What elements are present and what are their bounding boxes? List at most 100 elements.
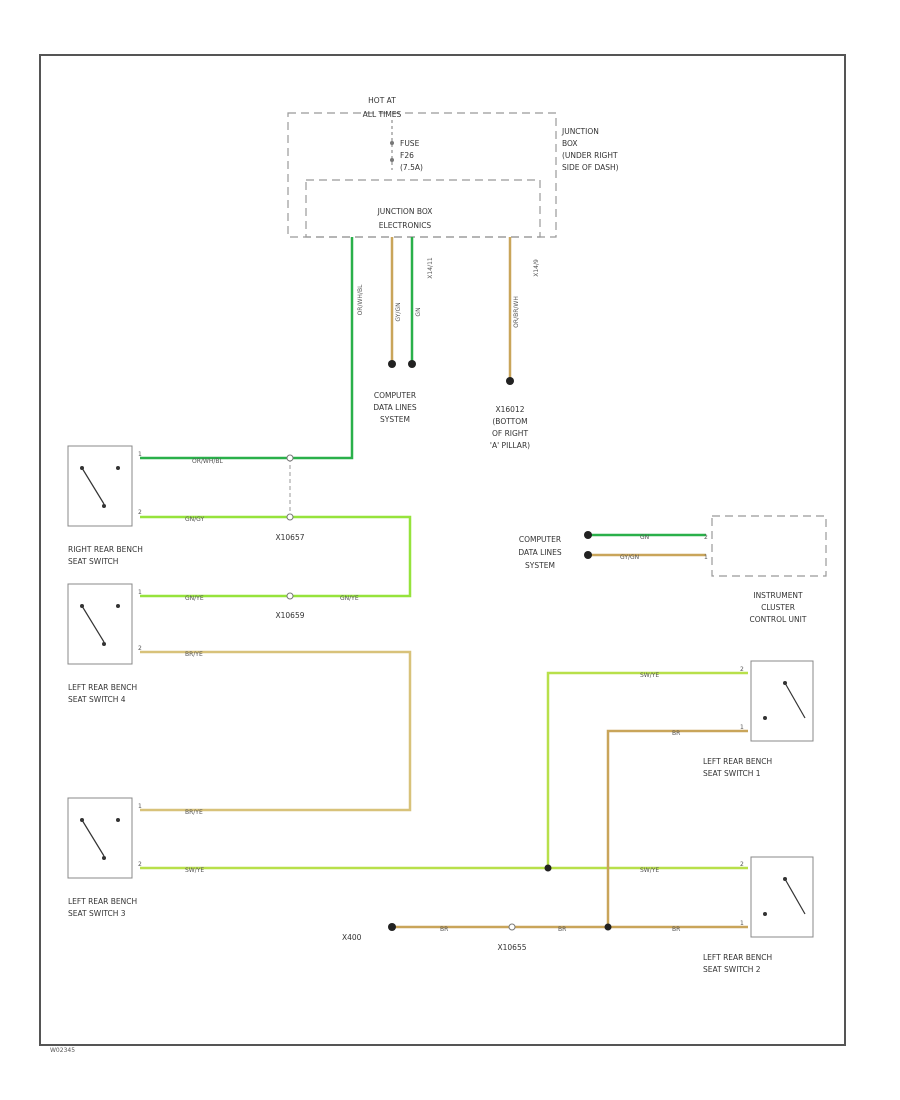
computer-data-right-3: SYSTEM	[525, 561, 555, 570]
splice-label-1: X10657	[276, 533, 305, 542]
instrument-cluster-box	[711, 515, 827, 577]
switch-arm-lr3	[81, 819, 105, 857]
all-times-label: ALL TIMES	[363, 110, 402, 119]
wire-label-gy-gn-h: GY/GN	[620, 554, 639, 561]
pin-lr1-1: 1	[740, 724, 744, 731]
switch-contact-lr4	[116, 604, 120, 608]
computer-data-top-1: COMPUTER	[374, 391, 416, 400]
jb-electronics-label-1: JUNCTION BOX	[377, 207, 433, 216]
ground-top-4: 'A' PILLAR)	[490, 441, 530, 450]
instrument-cluster-label-3: CONTROL UNIT	[750, 615, 807, 624]
switch-pivot-rr	[80, 466, 84, 470]
right-rear-bench-switch	[67, 445, 133, 527]
switch-contact-rr	[116, 466, 120, 470]
splice-node-sw-ye	[544, 864, 552, 872]
pin-lr2-2: 2	[740, 861, 744, 868]
splice-open-3	[286, 592, 294, 600]
left-rear-bench-3-label-2: SEAT SWITCH 3	[68, 909, 126, 918]
left-rear-bench-switch-3	[67, 797, 133, 879]
pin-lr3-1: 1	[138, 803, 142, 810]
left-rear-bench-3-label-1: LEFT REAR BENCH	[68, 897, 137, 906]
wire-label-gn-ye-1: GN/YE	[185, 595, 204, 602]
wire-label-or-br-wh: OR/BR/WH	[513, 296, 520, 328]
pin-label-p4: X14/9	[533, 259, 540, 277]
switch-terminal-rr	[102, 504, 106, 508]
pin-lr4-2: 2	[138, 645, 142, 652]
computer-data-right-2: DATA LINES	[518, 548, 561, 557]
switch-contact-lr3	[116, 818, 120, 822]
right-rear-bench-label-2: SEAT SWITCH	[68, 557, 118, 566]
pin-lr1-2: 2	[740, 666, 744, 673]
wire-label-or-bl: OR/WH/BL	[357, 284, 364, 315]
pin-ic-2: 2	[704, 534, 708, 541]
junction-box-label-3: (UNDER RIGHT	[562, 151, 618, 160]
switch-pivot-lr1	[783, 681, 787, 685]
splice-open-2	[286, 513, 294, 521]
ground-top-3: OF RIGHT	[492, 429, 528, 438]
wire-label-gy-gn-v: GY/GN	[395, 302, 402, 321]
junction-box-label-4: SIDE OF DASH)	[562, 163, 619, 172]
cdl-dot-2	[584, 551, 592, 559]
switch-pivot-lr2	[783, 877, 787, 881]
instrument-cluster-label-2: CLUSTER	[761, 603, 795, 612]
wire-label-sw-ye-1: SW/YE	[185, 867, 204, 874]
left-rear-bench-4-label-1: LEFT REAR BENCH	[68, 683, 137, 692]
wire-label-or-bl-h: OR/WH/BL	[192, 458, 223, 465]
wire-label-gn-gy-1: GN/GY	[185, 516, 205, 523]
switch-contact-lr1	[763, 716, 767, 720]
hot-at-label: HOT AT	[368, 96, 396, 105]
fuse-label-1: FUSE	[400, 139, 420, 148]
computer-data-right-1: COMPUTER	[519, 535, 561, 544]
wire-splice-to-lr1	[546, 671, 748, 868]
switch-pivot-lr4	[80, 604, 84, 608]
footer-code: W02345	[50, 1047, 75, 1054]
wire-lr4-to-lr3	[140, 650, 412, 812]
wire-label-br-4: BR	[672, 730, 680, 737]
ground-dot-bottom	[388, 923, 396, 931]
connector-dot-gy-gn	[388, 360, 396, 368]
left-rear-bench-switch-2	[750, 856, 814, 938]
wire-label-br-ye-1: BR/YE	[185, 651, 203, 658]
instrument-cluster-label-1: INSTRUMENT	[753, 591, 803, 600]
wire-label-br-1: BR	[440, 926, 448, 933]
fuse-label-3: (7.5A)	[400, 163, 423, 172]
diagram-frame	[39, 54, 846, 1046]
right-rear-bench-label-1: RIGHT REAR BENCH	[68, 545, 143, 554]
fuse-dot-top	[390, 141, 394, 145]
ground-dot-top	[506, 377, 514, 385]
ground-bottom-label: X400	[342, 933, 362, 942]
switch-arm-lr4	[81, 605, 105, 643]
switch-arm-lr1	[784, 682, 806, 719]
fuse-dot-bottom	[390, 158, 394, 162]
wire-label-br-ye-2: BR/YE	[185, 809, 203, 816]
pin-rr-2: 2	[138, 509, 142, 516]
switch-arm-rr	[81, 467, 105, 505]
splice-node-br	[604, 923, 612, 931]
pin-lr2-1: 1	[740, 920, 744, 927]
left-rear-bench-switch-4	[67, 583, 133, 665]
junction-box-label-1: JUNCTION	[561, 127, 599, 136]
switch-pivot-lr3	[80, 818, 84, 822]
junction-box-electronics-outline	[305, 179, 541, 238]
connector-dot-gn	[408, 360, 416, 368]
wire-label-br-2: BR	[558, 926, 566, 933]
junction-box-label-2: BOX	[562, 139, 578, 148]
pin-label-p1: X14/11	[427, 257, 434, 279]
switch-arm-lr2	[784, 878, 806, 915]
wire-label-br-3: BR	[672, 926, 680, 933]
pin-rr-1: 1	[138, 451, 142, 458]
left-rear-bench-1-label-1: LEFT REAR BENCH	[703, 757, 772, 766]
junction-box-outline	[287, 112, 557, 238]
splice-label-2: X10659	[276, 611, 305, 620]
pin-lr4-1: 1	[138, 589, 142, 596]
fuse-label-2: F26	[400, 151, 414, 160]
wire-label-gn-ye-2: GN/YE	[340, 595, 359, 602]
pin-lr3-2: 2	[138, 861, 142, 868]
ground-top-1: X16012	[496, 405, 525, 414]
switch-terminal-lr3	[102, 856, 106, 860]
splice-open-1	[286, 454, 294, 462]
left-rear-bench-4-label-2: SEAT SWITCH 4	[68, 695, 126, 704]
computer-data-top-2: DATA LINES	[373, 403, 416, 412]
ground-top-2: (BOTTOM	[492, 417, 527, 426]
